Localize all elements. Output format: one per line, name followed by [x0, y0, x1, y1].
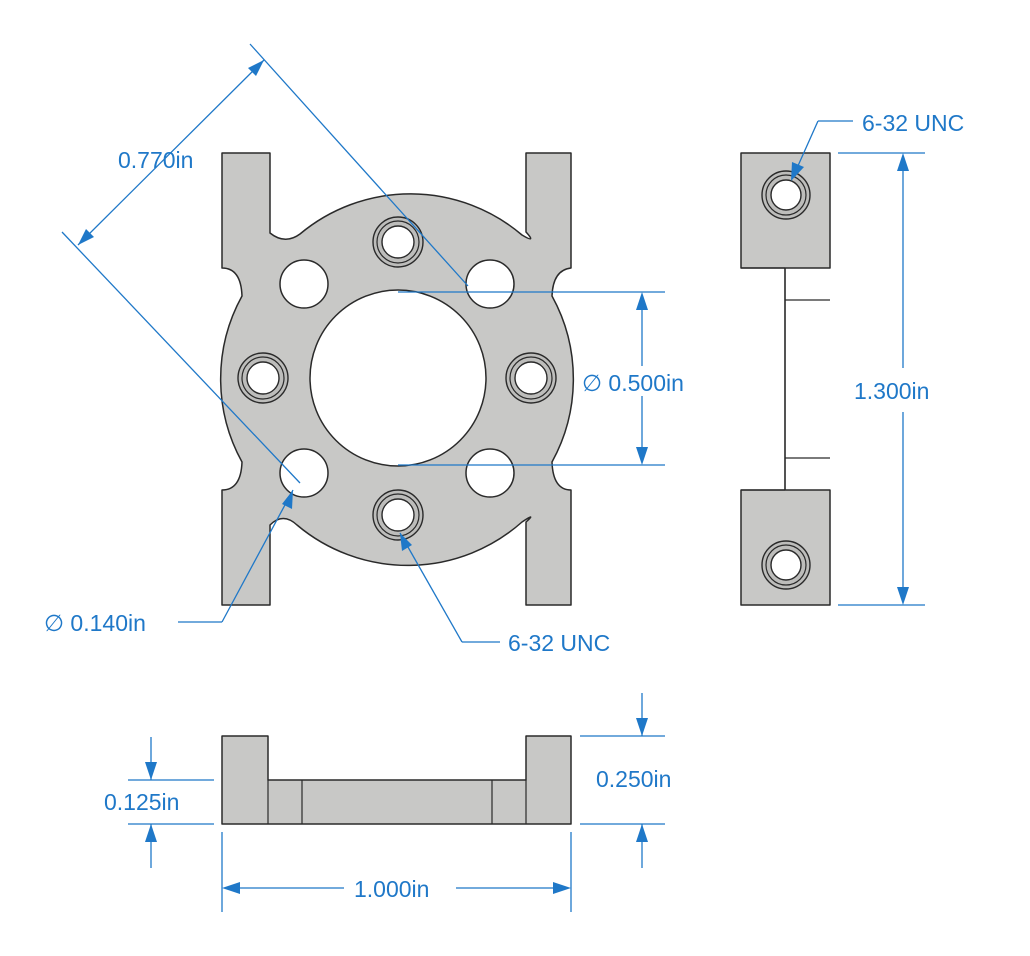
- dimension-hole: ∅ 0.140in: [44, 489, 294, 636]
- dimension-height-label: 1.300in: [854, 378, 929, 404]
- dimension-diagonal-label: 0.770in: [118, 147, 193, 173]
- callout-tap-side: 6-32 UNC: [791, 110, 964, 181]
- dimension-width-label: 1.000in: [354, 876, 429, 902]
- side-tapped-hole: [761, 540, 811, 590]
- tapped-hole: [505, 352, 557, 404]
- dimension-base: 0.125in: [104, 737, 214, 868]
- callout-tap-side-label: 6-32 UNC: [862, 110, 964, 136]
- dimension-width: 1.000in: [221, 832, 572, 912]
- clearance-hole: [465, 259, 515, 309]
- front-view: [219, 152, 575, 606]
- callout-tap-front: 6-32 UNC: [399, 532, 610, 656]
- tapped-hole: [372, 489, 424, 541]
- tapped-hole: [372, 216, 424, 268]
- callout-tap-front-label: 6-32 UNC: [508, 630, 610, 656]
- bottom-view-body: [221, 735, 572, 825]
- bottom-view: [221, 735, 572, 825]
- dimension-diagonal: 0.770in: [61, 43, 469, 484]
- dimension-bore-label: ∅ 0.500in: [582, 370, 684, 396]
- side-tapped-hole: [761, 170, 811, 220]
- clearance-hole: [279, 448, 329, 498]
- dimension-bore: ∅ 0.500in: [398, 291, 684, 466]
- dimension-height: 1.300in: [838, 152, 929, 606]
- tapped-hole: [237, 352, 289, 404]
- dimension-thickness-label: 0.250in: [596, 766, 671, 792]
- side-view: [740, 152, 831, 606]
- clearance-hole: [279, 259, 329, 309]
- dimension-thickness: 0.250in: [580, 693, 671, 868]
- clearance-hole: [465, 448, 515, 498]
- dimension-hole-label: ∅ 0.140in: [44, 610, 146, 636]
- dimension-base-label: 0.125in: [104, 789, 179, 815]
